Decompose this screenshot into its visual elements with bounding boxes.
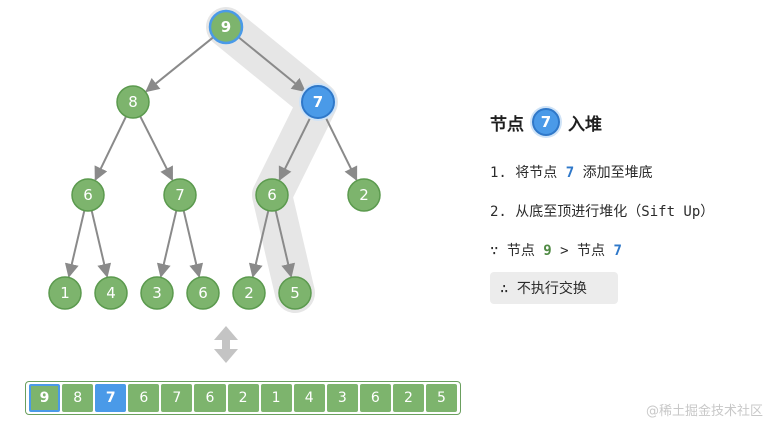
tree-node-label: 1 xyxy=(60,284,70,302)
tree-node-n1: 1 xyxy=(48,276,82,310)
tree-edge-root-n8 xyxy=(145,36,215,93)
array-cell-1: 8 xyxy=(62,384,94,412)
step-1: 1. 将节点 7 添加至堆底 xyxy=(490,162,653,182)
tree-edge-n7b-n6c xyxy=(182,210,204,278)
because-value-1: 9 xyxy=(543,243,552,259)
tree-node-label: 8 xyxy=(128,93,138,111)
step-2: 2. 从底至顶进行堆化（Sift Up） xyxy=(490,204,715,220)
array-cell-6: 2 xyxy=(227,384,259,412)
tree-node-label: 3 xyxy=(152,284,162,302)
tree-node-label: 9 xyxy=(221,18,231,36)
tree-node-label: 6 xyxy=(267,186,277,204)
tree-nodes: 9 8 7 6 7 6 2 1 4 3 6 2 5 xyxy=(48,9,381,310)
array-cell-7: 1 xyxy=(260,384,292,412)
because-value-2: 7 xyxy=(613,243,622,259)
tree-edge-n7-n6b xyxy=(278,115,312,182)
swap-double-arrow-icon xyxy=(214,326,238,363)
because-line: ∵ 节点 9 > 节点 7 xyxy=(490,240,622,260)
tree-node-n5: 5 xyxy=(278,276,312,310)
title-suffix: 入堆 xyxy=(568,114,602,135)
array-cell-10: 6 xyxy=(359,384,391,412)
step-1-text-a: 1. 将节点 xyxy=(490,165,566,181)
explanation-panel: 节点 7 入堆 1. 将节点 7 添加至堆底 2. 从底至顶进行堆化（Sift … xyxy=(490,0,771,330)
tree-node-label: 6 xyxy=(83,186,93,204)
array-cell-4: 7 xyxy=(161,384,193,412)
tree-node-label: 7 xyxy=(175,186,185,204)
tree-node-n4: 4 xyxy=(94,276,128,310)
array-cell-5: 6 xyxy=(194,384,226,412)
tree-node-label: 6 xyxy=(198,284,208,302)
tree-node-root: 9 xyxy=(208,9,244,45)
tree-node-n7b: 7 xyxy=(163,178,197,212)
tree-node-n3: 3 xyxy=(140,276,174,310)
tree-edges xyxy=(64,36,358,278)
tree-node-label: 5 xyxy=(290,284,300,302)
tree-edge-n6b-n5 xyxy=(274,210,296,278)
step-1-text-b: 添加至堆底 xyxy=(574,165,653,181)
because-operator: > 节点 xyxy=(551,243,614,259)
array-cell-9: 3 xyxy=(326,384,358,412)
tree-node-n6c: 6 xyxy=(186,276,220,310)
tree-node-label: 2 xyxy=(359,186,369,204)
tree-edge-n6b-n2b xyxy=(248,210,270,278)
array-cell-3: 6 xyxy=(128,384,160,412)
tree-node-label: 7 xyxy=(313,93,323,111)
tree-edge-n8-n7b xyxy=(139,115,174,182)
tree-edge-n6a-n4 xyxy=(90,210,112,278)
array-cell-0: 9 xyxy=(29,384,61,412)
tree-node-n2b: 2 xyxy=(232,276,266,310)
array-cell-11: 2 xyxy=(392,384,424,412)
tree-edge-root-n7 xyxy=(237,36,306,93)
array-cell-2: 7 xyxy=(95,384,127,412)
tree-node-n6b: 6 xyxy=(255,178,289,212)
watermark: @稀土掘金技术社区 xyxy=(645,404,763,419)
tree-edge-n6a-n1 xyxy=(64,210,86,278)
because-text: ∵ 节点 xyxy=(490,243,544,259)
title-node-badge: 7 xyxy=(532,108,560,136)
array-cell-8: 4 xyxy=(293,384,325,412)
tree-node-label: 2 xyxy=(244,284,254,302)
highlight-band xyxy=(206,7,338,313)
title-prefix: 节点 xyxy=(490,114,524,135)
array-cell-12: 5 xyxy=(425,384,458,412)
tree-node-n7: 7 xyxy=(299,83,337,121)
tree-edge-n8-n6a xyxy=(94,115,127,181)
therefore-box: ∴ 不执行交换 xyxy=(490,272,618,304)
tree-node-n8: 8 xyxy=(116,85,150,119)
tree-edge-n7-n2a xyxy=(324,115,358,182)
tree-node-label: 4 xyxy=(106,284,116,302)
panel-title: 节点 7 入堆 xyxy=(490,106,602,138)
tree-node-n6a: 6 xyxy=(71,178,105,212)
sift-path-highlight xyxy=(206,7,338,313)
tree-edge-n7b-n3 xyxy=(156,210,178,278)
tree-node-n2a: 2 xyxy=(347,178,381,212)
step-1-value: 7 xyxy=(565,165,575,181)
